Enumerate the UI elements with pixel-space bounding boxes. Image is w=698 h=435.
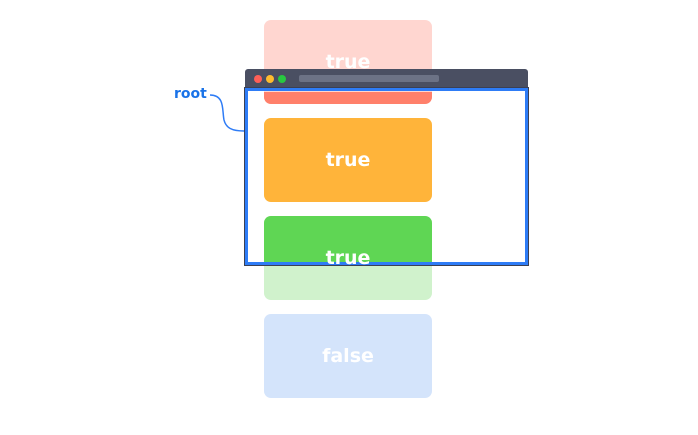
browser-titlebar <box>245 69 528 88</box>
close-dot-icon <box>254 75 262 83</box>
maximize-dot-icon <box>278 75 286 83</box>
card-4-label: false <box>322 345 374 367</box>
card-2-label: true <box>325 149 371 171</box>
card-3-visible-part <box>264 216 432 263</box>
root-viewport <box>244 87 529 266</box>
browser-window <box>244 69 529 266</box>
card-2: true <box>264 118 432 202</box>
root-label: root <box>174 86 207 102</box>
card-3-label: true <box>325 247 371 269</box>
address-bar <box>299 75 439 82</box>
card-3: true <box>264 216 432 300</box>
card-1-visible-part <box>264 92 432 104</box>
card-4: false <box>264 314 432 398</box>
card-1-label: true <box>325 51 371 73</box>
minimize-dot-icon <box>266 75 274 83</box>
